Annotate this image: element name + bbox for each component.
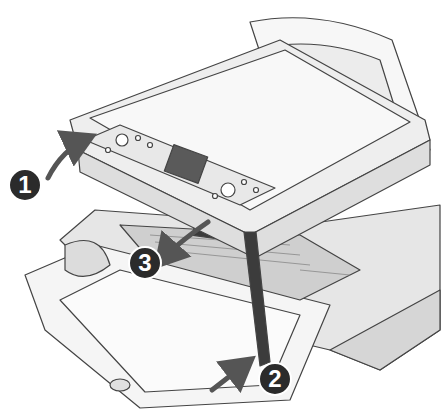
callout-text: 1 bbox=[18, 173, 31, 197]
lift-arrow bbox=[48, 138, 88, 178]
support-arm bbox=[244, 232, 270, 366]
callout-text: 2 bbox=[268, 367, 281, 391]
push-arrow bbox=[212, 362, 248, 390]
callout-number: 2 bbox=[258, 362, 292, 396]
lower-arrow bbox=[160, 222, 208, 262]
callout-text: 3 bbox=[138, 251, 151, 275]
scanner-unit bbox=[70, 40, 430, 235]
callout-number: 3 bbox=[128, 246, 162, 280]
callout-number: 1 bbox=[8, 168, 42, 202]
